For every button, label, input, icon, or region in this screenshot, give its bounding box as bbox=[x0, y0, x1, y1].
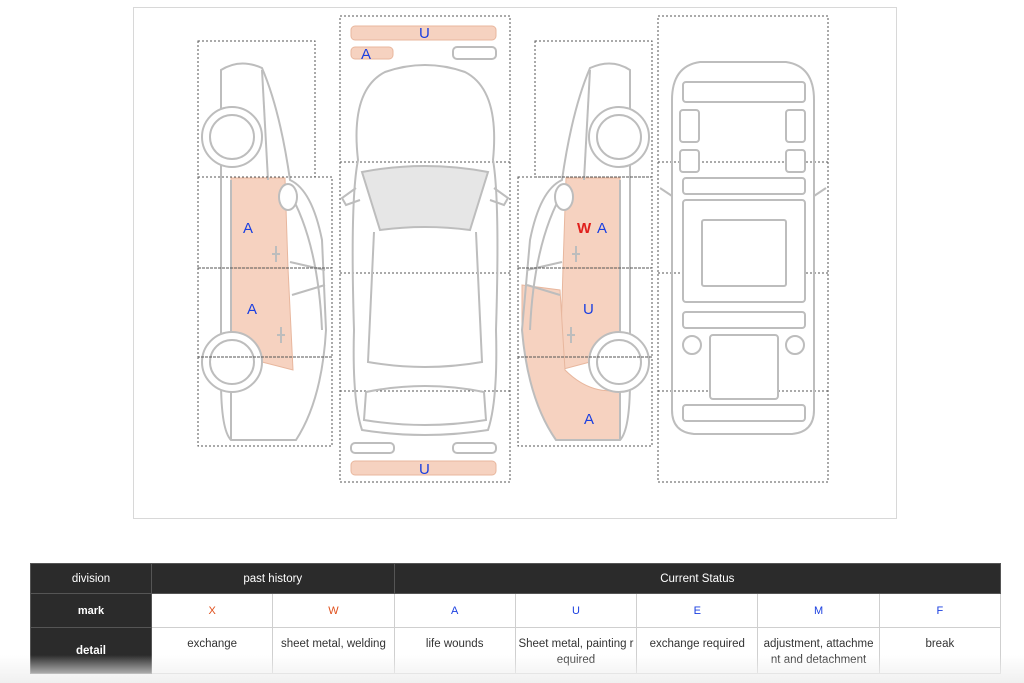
underside-view bbox=[657, 15, 829, 483]
mark-left-front-door: A bbox=[243, 220, 253, 237]
mark-right-front-door-a: A bbox=[597, 220, 607, 237]
mark-right-front-door-w: W bbox=[577, 220, 592, 237]
front-bumper-panel[interactable] bbox=[350, 25, 497, 41]
legend-mark-w: W bbox=[272, 593, 395, 628]
car-body-diagram: .ol{fill:none;stroke:#bdbdbd;stroke-widt… bbox=[197, 15, 829, 483]
legend-mark-x: X bbox=[150, 593, 274, 628]
rear-bumper-panel[interactable] bbox=[350, 460, 497, 476]
right-side-view: W A U A bbox=[517, 40, 653, 447]
top-view: U A U bbox=[339, 15, 511, 483]
mark-left-rear-door: A bbox=[247, 301, 257, 318]
legend-mark-f: F bbox=[878, 593, 1002, 628]
mark-front-bumper: U bbox=[419, 25, 430, 42]
legend-mark-m: M bbox=[757, 593, 880, 628]
mark-rear-bumper: U bbox=[419, 461, 430, 478]
current-status-header: Current Status bbox=[393, 563, 1002, 594]
legend-header-row: division past history Current Status bbox=[30, 563, 1002, 594]
mark-right-rear-quarter: A bbox=[584, 411, 594, 428]
legend-mark-e: E bbox=[636, 593, 759, 628]
front-small-panel[interactable] bbox=[350, 46, 394, 60]
mark-front-small: A bbox=[361, 46, 371, 63]
mark-right-rear-door: U bbox=[583, 301, 594, 318]
legend-mark-a: A bbox=[393, 593, 516, 628]
past-history-header: past history bbox=[151, 563, 395, 594]
division-header: division bbox=[30, 563, 152, 594]
legend-mark-u: U bbox=[514, 593, 638, 628]
bottom-fade bbox=[0, 655, 1024, 683]
left-side-view: A A bbox=[197, 40, 333, 447]
legend-mark-row: mark X W A U E M F bbox=[30, 593, 1002, 628]
mark-row-header: mark bbox=[30, 593, 152, 628]
